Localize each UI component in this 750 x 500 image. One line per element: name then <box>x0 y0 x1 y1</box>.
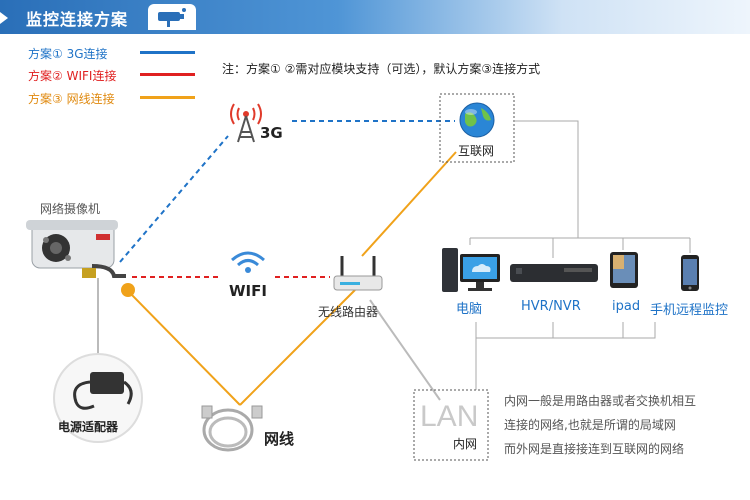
cable-label: 网线 <box>264 430 295 448</box>
wifi-signal-icon <box>231 251 265 273</box>
hvr-label: HVR/NVR <box>521 299 581 314</box>
camera-tab-icon <box>158 8 186 27</box>
legend-line-wifi <box>140 73 195 76</box>
legend-item-3g: 方案① 3G连接 <box>28 47 108 61</box>
legend-line-cable <box>140 96 195 99</box>
ipad-label: ipad <box>612 299 641 314</box>
router-icon <box>333 256 383 291</box>
power-adapter-icon <box>53 353 143 443</box>
lan-sub-label: 内网 <box>453 437 478 451</box>
legend-line-3g <box>140 51 195 54</box>
camera-icon <box>26 220 126 278</box>
pc-icon <box>442 248 500 292</box>
note-text: 注：方案① ②需对应模块支持（可选），默认方案③连接方式 <box>222 62 541 76</box>
network-cable-icon <box>201 405 263 452</box>
header-arrow <box>0 12 8 24</box>
pc-label: 电脑 <box>456 302 483 317</box>
description-line-1: 内网一般是用路由器或者交换机相互 <box>504 394 697 408</box>
tablet-icon <box>610 252 638 288</box>
header-camera-tab <box>148 4 196 30</box>
description-line-3: 而外网是直接接连到互联网的网络 <box>504 442 685 456</box>
tower-label: 3G <box>260 124 283 142</box>
internet-label: 互联网 <box>458 144 495 158</box>
globe-icon <box>459 102 495 138</box>
lan-label: LAN <box>420 400 479 433</box>
adapter-label: 电源适配器 <box>58 420 119 434</box>
legend-item-wifi: 方案② WIFI连接 <box>28 69 117 83</box>
header-title: 监控连接方案 <box>26 10 129 29</box>
legend-item-cable: 方案③ 网线连接 <box>28 92 115 106</box>
description-line-2: 连接的网络,也就是所谓的局域网 <box>504 418 676 432</box>
camera-label: 网络摄像机 <box>40 202 101 216</box>
router-label: 无线路由器 <box>318 305 379 319</box>
antenna-tower-icon <box>230 103 262 143</box>
wifi-label: WIFI <box>229 282 267 300</box>
cable-port-dot <box>121 283 135 297</box>
header-bar: 监控连接方案 <box>0 0 750 34</box>
phone-icon <box>681 255 699 291</box>
phone-label: 手机远程监控 <box>650 303 729 318</box>
hvr-nvr-icon <box>510 264 598 282</box>
